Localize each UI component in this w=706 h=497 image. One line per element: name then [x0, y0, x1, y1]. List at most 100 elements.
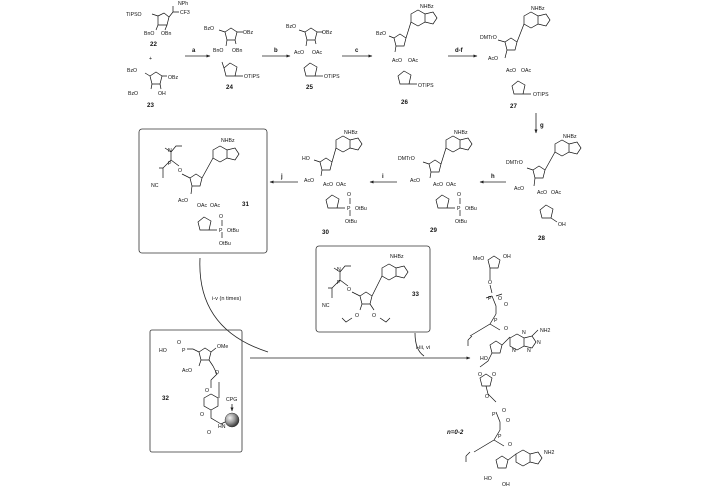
compound-id: 33	[412, 291, 419, 298]
product-label: OH	[502, 482, 510, 488]
product-label: O	[504, 326, 508, 332]
step-label-j: j	[280, 174, 283, 180]
reaction-arrow-curve	[199, 257, 269, 353]
c23-label: OBz	[168, 75, 178, 81]
c28-label: DMTrO	[506, 160, 523, 166]
plus-sign: +	[149, 56, 152, 62]
c32-label: HO	[159, 348, 167, 354]
c31-label: NC	[151, 183, 159, 189]
c31-label: P	[219, 228, 223, 234]
product-label: O	[502, 408, 506, 414]
c30-label: OAc	[336, 182, 346, 188]
c32-label: P	[182, 348, 186, 354]
product-label: HO	[480, 356, 488, 362]
product-label: O	[488, 280, 492, 286]
c32-label: O	[177, 340, 181, 346]
compound-id: 26	[401, 99, 408, 106]
c28-label: OAc	[551, 190, 561, 196]
c30-label: P	[347, 206, 351, 212]
cpg-bead-icon	[224, 412, 240, 428]
c24-label: OBz	[243, 30, 253, 36]
c32-label: OMe	[217, 344, 228, 350]
c26-label: OAc	[408, 58, 418, 64]
c30-label: AcO	[304, 178, 314, 184]
c22-label: CF3	[180, 10, 190, 16]
c33-label: NC	[322, 303, 330, 309]
compound-id: 24	[226, 84, 233, 91]
c29-label: OtBu	[465, 206, 477, 212]
product-label: HO	[484, 476, 492, 482]
c25-label: BzO	[286, 24, 296, 30]
c27-label: DMTrO	[480, 35, 497, 41]
compound-31: NHBz N P O NC AcO OAc OAc P O OtBu OtBu …	[151, 138, 249, 247]
c22-label: NPh	[178, 1, 188, 7]
c32-label: O	[215, 370, 219, 376]
c27-label: OAc	[521, 68, 531, 74]
c30-label: OtBu	[355, 206, 367, 212]
c25-label: OBz	[322, 30, 332, 36]
compound-31-box	[138, 128, 268, 254]
c29-label: AcO	[433, 182, 443, 188]
c24-label: OTIPS	[244, 74, 260, 80]
c26-label: OTIPS	[418, 83, 434, 89]
reaction-arrow-curve	[414, 332, 425, 357]
compound-27: NHBz DMTrO AcO AcO OAc OTIPS 27	[480, 6, 551, 110]
compound-26: NHBz BzO AcO OAc OTIPS 26	[376, 4, 438, 106]
c32-label: CPG	[226, 397, 237, 403]
product-label: NH2	[544, 450, 554, 456]
step-label-b: b	[274, 48, 278, 54]
compound-id: 30	[322, 229, 329, 236]
compound-id: 28	[538, 235, 545, 242]
compound-29: NHBz DMTrO AcO AcO OAc P O OtBu OtBu 29	[398, 130, 477, 234]
product-label: P	[498, 434, 502, 440]
c32-label: O	[205, 388, 209, 394]
c30-label: NHBz	[344, 130, 358, 136]
c27-label: OTIPS	[533, 92, 549, 98]
c31-label: OtBu	[219, 241, 231, 247]
product-label: N	[512, 348, 516, 354]
product-label: O	[478, 372, 482, 378]
c33-label: P	[337, 280, 341, 286]
product-label: O	[506, 418, 510, 424]
product-label: N	[527, 348, 531, 354]
c25-label: OTIPS	[324, 74, 340, 80]
compound-id: 23	[147, 102, 154, 109]
c29-label: NHBz	[454, 130, 468, 136]
compound-28: NHBz DMTrO AcO AcO OAc OH 28	[506, 134, 582, 242]
c31-label: AcO	[178, 198, 188, 204]
c25-label: OAc	[312, 50, 322, 56]
c32-label: HN	[218, 424, 226, 430]
product-label: O	[508, 442, 512, 448]
compound-id: 22	[150, 41, 157, 48]
compound-32: HO P O OMe AcO O O O CPG HN O 32	[159, 340, 240, 436]
c31-label: OAc	[197, 203, 207, 209]
step-label-h: h	[491, 174, 495, 180]
c32-label: O	[207, 430, 211, 436]
c30-label: OtBu	[345, 219, 357, 225]
c28-label: OH	[558, 222, 566, 228]
compound-23: BzO BzO OBz OH 23	[127, 68, 178, 109]
c29-label: OtBu	[455, 219, 467, 225]
c26-label: AcO	[392, 58, 402, 64]
step-label-g: g	[540, 123, 544, 129]
c31-label: P	[168, 161, 172, 167]
compound-id: 32	[162, 395, 169, 402]
c24-label: BnO	[213, 48, 223, 54]
step-label-a: a	[192, 48, 196, 54]
c27-label: AcO	[488, 56, 498, 62]
c30-label: AcO	[323, 182, 333, 188]
c22-label: OBn	[161, 31, 171, 37]
product-label: O	[504, 302, 508, 308]
c31-label: N	[168, 148, 172, 154]
product-label: N	[522, 330, 526, 336]
compound-25: BzO OBz AcO OAc OTIPS 25	[286, 24, 340, 91]
product-oligonucleotide: MeO OH O O P O P O NH2 N N N N HO O O O …	[447, 254, 554, 488]
c29-label: P	[457, 206, 461, 212]
c27-label: NHBz	[531, 6, 545, 12]
compound-id: 25	[306, 84, 313, 91]
product-label: O	[485, 394, 489, 400]
c31-label: NHBz	[221, 138, 235, 144]
c33-label: NHBz	[390, 254, 404, 260]
compound-id: 31	[242, 201, 249, 208]
